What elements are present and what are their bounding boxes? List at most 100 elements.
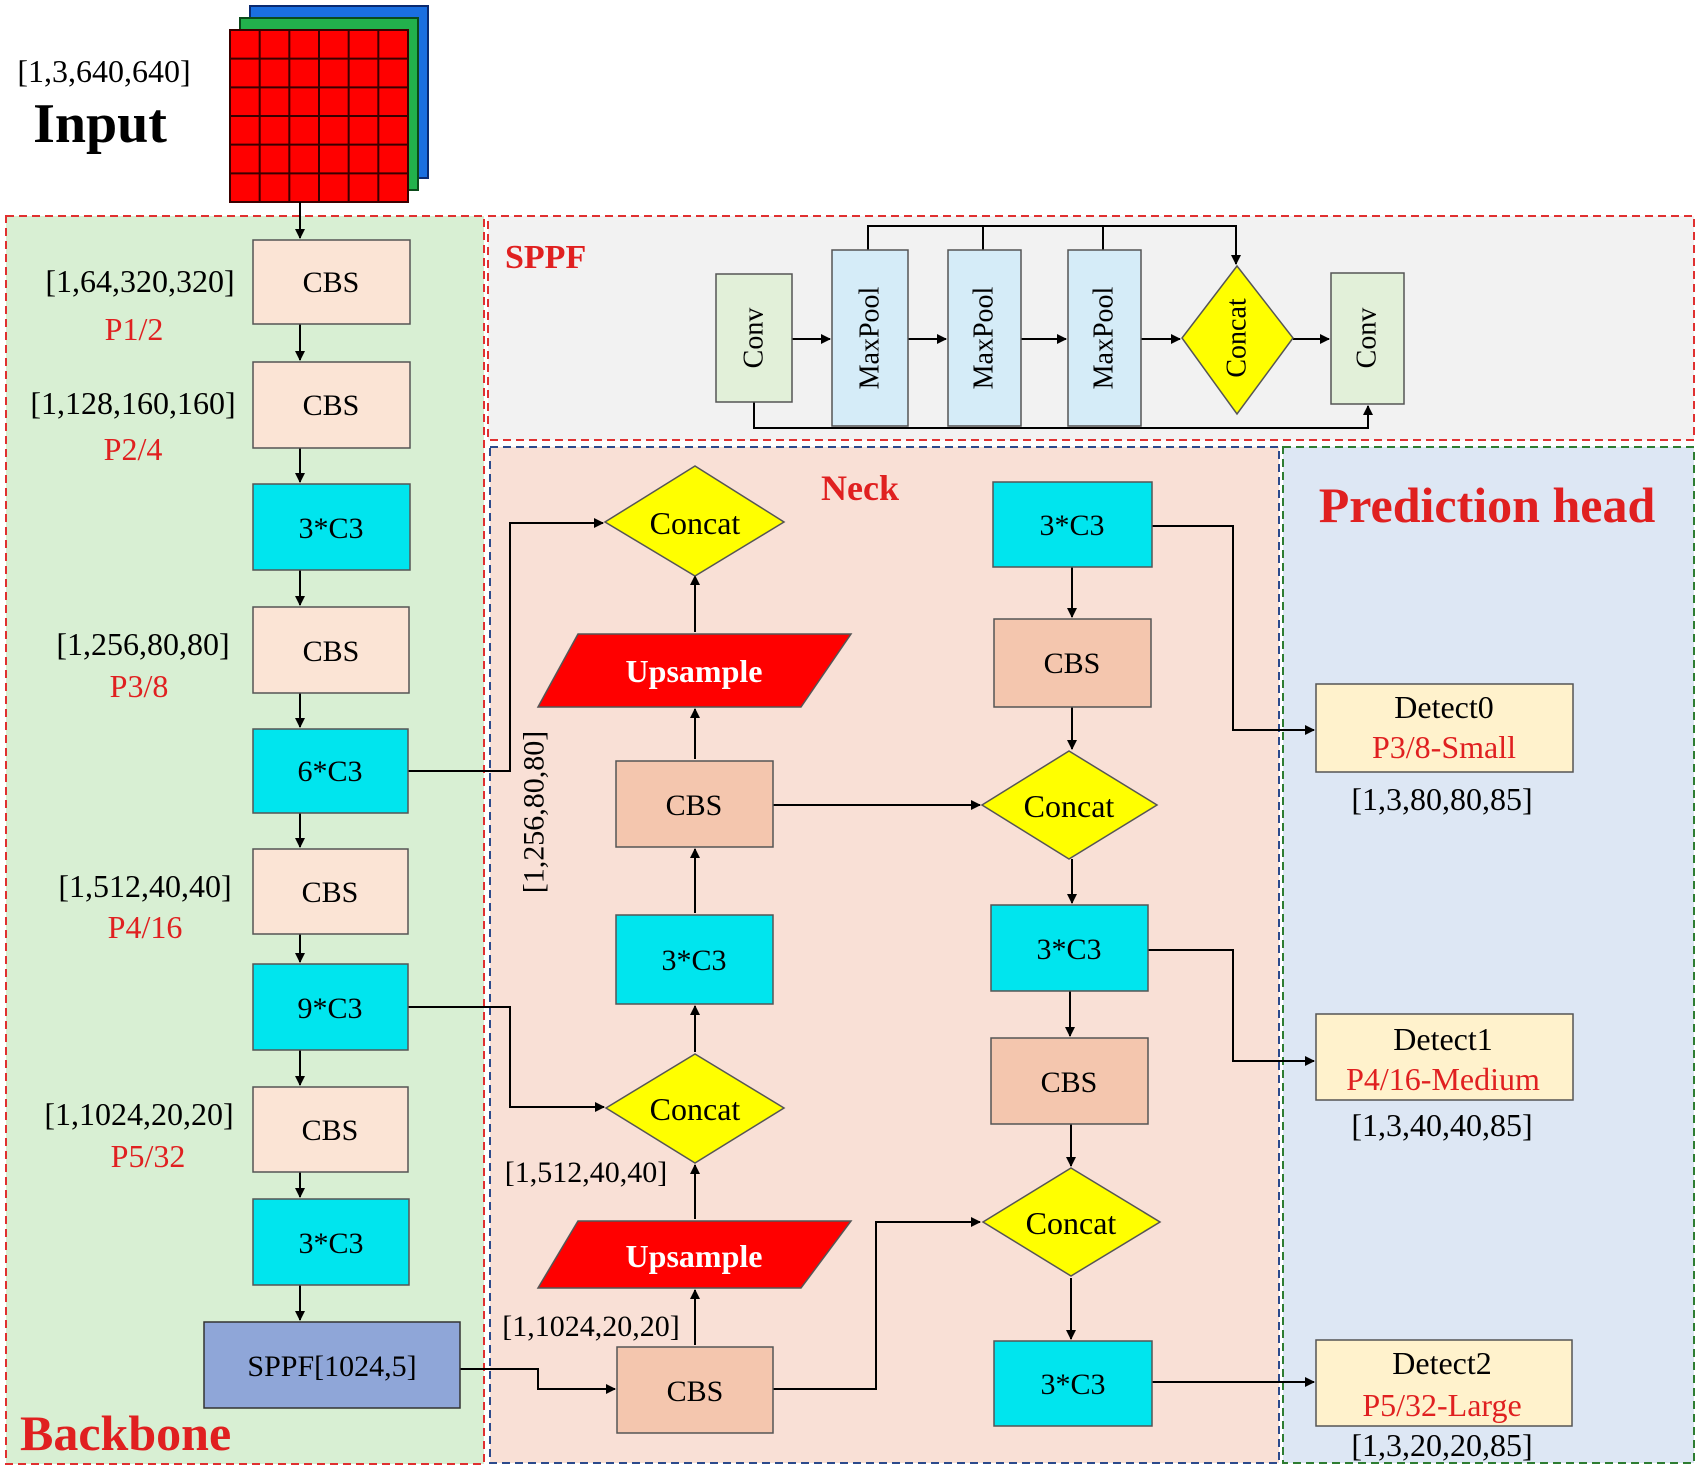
neck-upsample-top: Upsample [536,633,853,708]
backbone-block-label: CBS [302,876,359,909]
c3-label: 3*C3 [661,944,726,977]
detect-name: Detect1 [1393,1021,1493,1057]
backbone-region-label: Backbone [20,1405,231,1461]
cbs-label: CBS [666,789,723,822]
backbone-block-0: CBS [1,64,320,320] P1/2 [45,239,411,347]
upsample-label: Upsample [626,1238,763,1274]
head-region-label: Prediction head [1319,477,1656,533]
backbone-block-label: 3*C3 [298,512,363,545]
sppf-maxpool-box [947,249,1022,427]
backbone-block-label: CBS [302,1114,359,1147]
backbone-block-label: CBS [303,635,360,668]
backbone-block-scale: P5/32 [111,1138,186,1174]
backbone-block-shape: [1,256,80,80] [56,626,229,662]
detect-box [1315,1339,1573,1427]
upsample-parallelogram [536,633,853,708]
sppf-detail-block-2: MaxPool [947,249,1022,427]
c3-label: 3*C3 [1039,509,1104,542]
backbone-block-box [252,848,409,935]
sppf-maxpool-box [1067,249,1142,427]
c3-box [615,914,774,1005]
c3-label: 3*C3 [1036,933,1101,966]
neck-right-concat-top: Concat [980,750,1159,860]
detect-box [1315,683,1574,773]
neck-c3-mid: 3*C3 [615,914,774,1005]
cbs-box [615,760,774,848]
detect-box [1315,1013,1574,1101]
neck-upsample-bottom: Upsample [536,1220,853,1289]
backbone-block-label: CBS [303,389,360,422]
backbone-block-scale: P1/2 [105,311,164,347]
detect-name: Detect0 [1394,689,1494,725]
c3-box [990,904,1149,992]
backbone-block-box [252,1198,410,1286]
backbone-block-box [252,483,411,571]
concat-label: Concat [1026,1205,1117,1241]
backbone-block-box [252,1086,409,1173]
sppf-detail-label: MaxPool [855,286,886,389]
neck-concat-top: Concat [603,465,786,577]
input-shape-label: [1,3,640,640] [17,53,190,89]
concat-diamond [981,1167,1162,1277]
backbone-block-scale: P3/8 [110,668,169,704]
detect-scale: P4/16-Medium [1346,1061,1540,1097]
backbone-block-6: 9*C3 [252,963,409,1051]
backbone-block-label: CBS [303,266,360,299]
concat-label: Concat [1024,788,1115,824]
detect-scale: P3/8-Small [1372,729,1516,765]
backbone-block-box [252,963,409,1051]
upsample-label: Upsample [626,653,763,689]
detect-shape: [1,3,40,40,85] [1351,1107,1532,1143]
c3-box [993,1340,1153,1427]
upsample-parallelogram [536,1220,853,1289]
neck-right-c3-mid: 3*C3 [990,904,1149,992]
backbone-block-box [252,361,411,449]
cbs-box [616,1346,774,1434]
backbone-block-5: CBS [1,512,40,40] P4/16 [58,848,409,945]
backbone-block-2: 3*C3 [252,483,411,571]
sppf-detail-label: Concat [1222,298,1253,378]
backbone-block-scale: P2/4 [104,431,163,467]
neck-shape-label-vertical: [1,256,80,80] [518,731,551,893]
neck-concat-mid: Concat [604,1053,786,1164]
neck-cbs-mid: CBS [615,760,774,848]
neck-right-concat-bottom: Concat [981,1167,1162,1277]
neck-right-c3-top: 3*C3 [992,481,1153,568]
sppf-conv-box [715,273,793,403]
backbone-block-box [252,728,409,814]
cbs-label: CBS [1044,647,1101,680]
sppf-detail-label: MaxPool [1089,286,1120,389]
backbone-block-label: SPPF[1024,5] [247,1350,416,1383]
backbone-block-3: CBS [1,256,80,80] P3/8 [56,606,410,704]
neck-right-c3-bottom: 3*C3 [993,1340,1153,1427]
concat-diamond [980,750,1159,860]
backbone-block-8: 3*C3 [252,1198,410,1286]
backbone-block-box [252,239,411,325]
backbone-block-scale: P4/16 [108,909,183,945]
sppf-concat-diamond [1181,264,1294,416]
neck-region-label: Neck [821,468,899,508]
sppf-detail-block-4: Concat [1181,264,1294,416]
detect-0: Detect0 P3/8-Small [1,3,80,80,85] [1315,683,1574,817]
backbone-block-7: CBS [1,1024,20,20] P5/32 [44,1086,409,1174]
sppf-region-label: SPPF [505,239,586,276]
sppf-detail-label: MaxPool [969,286,1000,389]
concat-label: Concat [650,505,741,541]
sppf-detail-block-3: MaxPool [1067,249,1142,427]
input-grid [230,30,408,202]
sppf-maxpool-box [831,249,909,427]
sppf-detail-block-0: Conv [715,273,793,403]
detect-2: Detect2 P5/32-Large [1,3,20,20,85] [1315,1339,1573,1463]
connectors [295,202,1373,1394]
cbs-label: CBS [1041,1066,1098,1099]
backbone-block-9: SPPF[1024,5] [203,1321,461,1409]
detect-scale: P5/32-Large [1362,1387,1521,1423]
input-tensor-icon [229,5,429,203]
backbone-block-label: 6*C3 [297,755,362,788]
c3-box [992,481,1153,568]
cbs-box [993,618,1152,708]
neck-shape-label-bottom: [1,1024,20,20] [502,1310,679,1343]
detect-name: Detect2 [1392,1345,1492,1381]
sppf-block-box [203,1321,461,1409]
detect-shape: [1,3,20,20,85] [1351,1427,1532,1463]
